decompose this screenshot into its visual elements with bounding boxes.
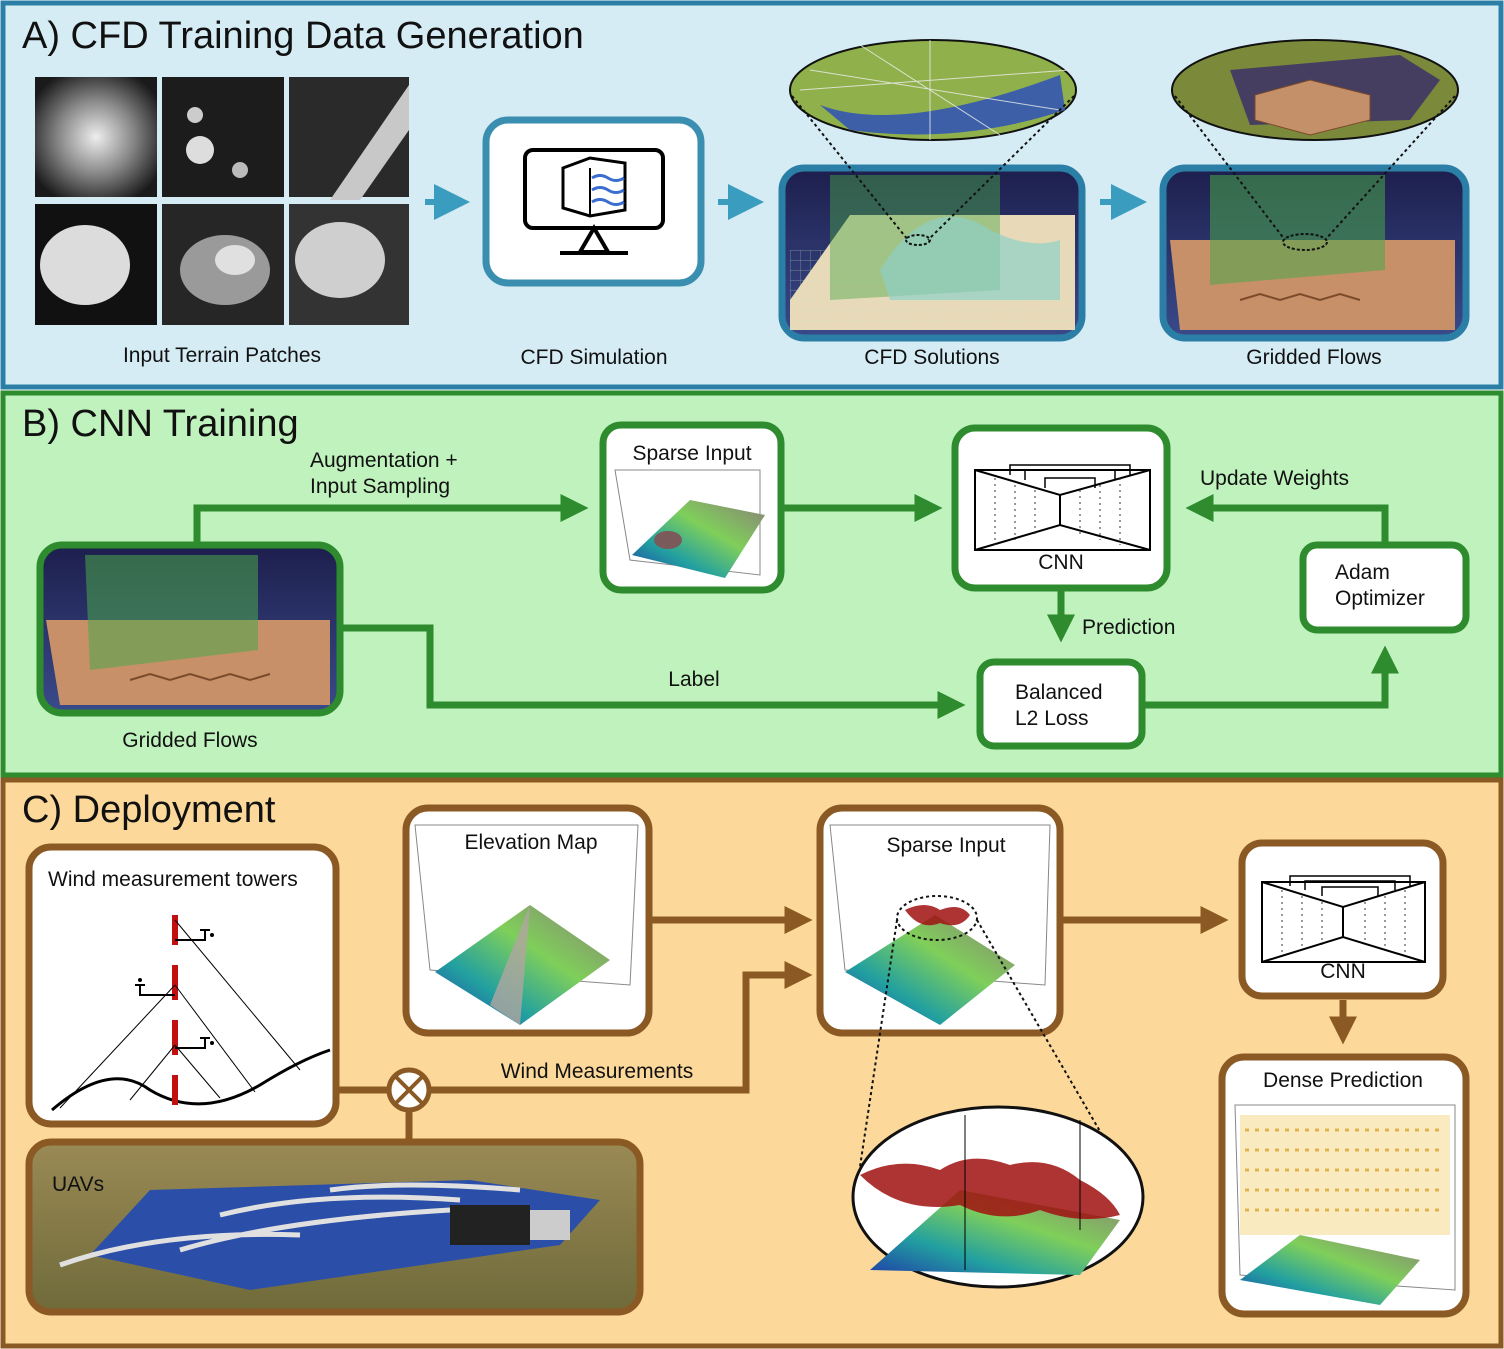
wind-sensor-icon [135, 978, 175, 996]
adam-optimizer-box [1299, 541, 1470, 634]
augmentation-label-1: Augmentation + [310, 449, 458, 472]
terrain-patches [35, 77, 409, 325]
panel-b: B) CNN Training Augmentation + Input Sam… [0, 390, 1504, 778]
gridded-flows-label: Gridded Flows [122, 729, 257, 752]
elevation-label: Elevation Map [464, 831, 597, 854]
terrain-patch-1 [35, 77, 157, 197]
update-weights-label: Update Weights [1200, 467, 1349, 490]
adam-label-2: Optimizer [1335, 587, 1425, 610]
wind-sensor-icon [175, 1037, 214, 1049]
dense-prediction-visual [1234, 1104, 1456, 1305]
sparse-input-terrain [614, 469, 765, 578]
cnn-hourglass-icon [974, 464, 1151, 551]
combine-operator-icon [386, 1067, 432, 1113]
sparse-input-label: Sparse Input [632, 442, 751, 465]
towers-label: Wind measurement towers [48, 868, 298, 891]
cfd-solutions-zoom [789, 39, 1077, 246]
label-arrow-label: Label [668, 668, 719, 691]
simulation-label: CFD Simulation [520, 346, 667, 369]
wind-tower-drawing [51, 915, 331, 1112]
sparse-input-c-terrain [829, 824, 1051, 1025]
elevation-map-terrain [414, 824, 639, 1025]
terrain-patch-2 [162, 77, 284, 197]
adam-label-1: Adam [1335, 561, 1390, 584]
wind-sensor-icon [175, 929, 214, 941]
wind-towers-box [25, 843, 340, 1128]
uavs-label: UAVs [52, 1173, 104, 1196]
terrain-label: Input Terrain Patches [123, 344, 321, 367]
balanced-loss-box [976, 658, 1146, 750]
arrow-wind-to-sparse [429, 961, 813, 1094]
panel-c-title: C) Deployment [22, 789, 276, 831]
prediction-label: Prediction [1082, 616, 1175, 639]
cnn-label: CNN [1038, 551, 1084, 574]
augmentation-label-2: Input Sampling [310, 475, 450, 498]
arrow-gridded-to-sparse [193, 494, 589, 545]
solutions-label: CFD Solutions [864, 346, 999, 369]
panel-c: C) Deployment Wind Measurements Wind mea… [0, 777, 1504, 1349]
gridded-flows-zoom [1171, 39, 1459, 251]
cnn-hourglass-icon [1261, 875, 1426, 963]
loss-label-2: L2 Loss [1015, 707, 1089, 730]
sparse-input-c-label: Sparse Input [886, 834, 1005, 857]
gridded-flows-image [1159, 164, 1470, 342]
wind-measurements-label: Wind Measurements [501, 1060, 694, 1083]
arrow-label-to-loss [340, 624, 966, 719]
gridded-label: Gridded Flows [1246, 346, 1381, 369]
panel-a: A) CFD Training Data Generation Input Te… [0, 0, 1504, 390]
cfd-solutions-image [778, 164, 1086, 342]
panel-b-title: B) CNN Training [22, 403, 299, 445]
monitor-icon [523, 148, 665, 255]
sparse-input-zoom [851, 919, 1145, 1289]
loss-label-1: Balanced [1015, 681, 1103, 704]
arrow-adam-to-cnn [1185, 494, 1389, 545]
gridded-flows-input-image [36, 541, 344, 717]
panel-a-title: A) CFD Training Data Generation [22, 15, 584, 57]
uavs-photo [25, 1138, 644, 1316]
dense-prediction-label: Dense Prediction [1263, 1069, 1423, 1092]
cnn-c-label: CNN [1320, 960, 1366, 983]
arrow-loss-to-adam [1144, 645, 1399, 709]
